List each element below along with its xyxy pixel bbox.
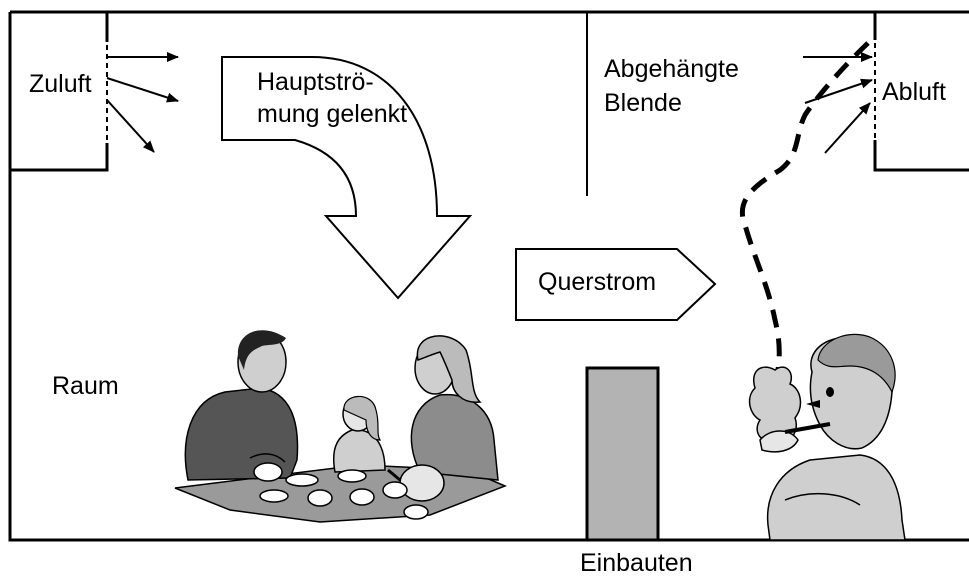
- label-blende-line1: Abgehängte: [604, 55, 739, 83]
- label-einbauten: Einbauten: [580, 549, 693, 577]
- smoke-path: [739, 41, 870, 371]
- label-hauptstroemung-line2: mung gelenkt: [257, 100, 407, 128]
- exhaust-arrow-2: [804, 78, 873, 104]
- main-flow-arrow: [221, 56, 473, 300]
- cross-flow-arrow: [515, 248, 717, 321]
- label-abluft: Abluft: [882, 78, 946, 106]
- label-zuluft: Zuluft: [29, 70, 92, 98]
- exhaust-air-arrows: [803, 52, 873, 154]
- einbauten-block: [585, 366, 660, 542]
- exhaust-arrow-3: [824, 102, 871, 154]
- supply-arrow-2: [106, 77, 179, 103]
- label-hauptstroemung-line1: Hauptströ-: [257, 68, 374, 96]
- smoking-man-illustration: [748, 333, 906, 541]
- family-at-table-illustration: [174, 330, 507, 523]
- label-blende-line2: Blende: [604, 89, 682, 117]
- supply-air-box: [10, 12, 109, 172]
- label-raum: Raum: [52, 372, 119, 400]
- label-querstrom: Querstrom: [538, 268, 656, 296]
- supply-arrow-3: [106, 99, 155, 153]
- exhaust-air-box: [873, 12, 969, 172]
- supply-air-arrows: [106, 52, 179, 153]
